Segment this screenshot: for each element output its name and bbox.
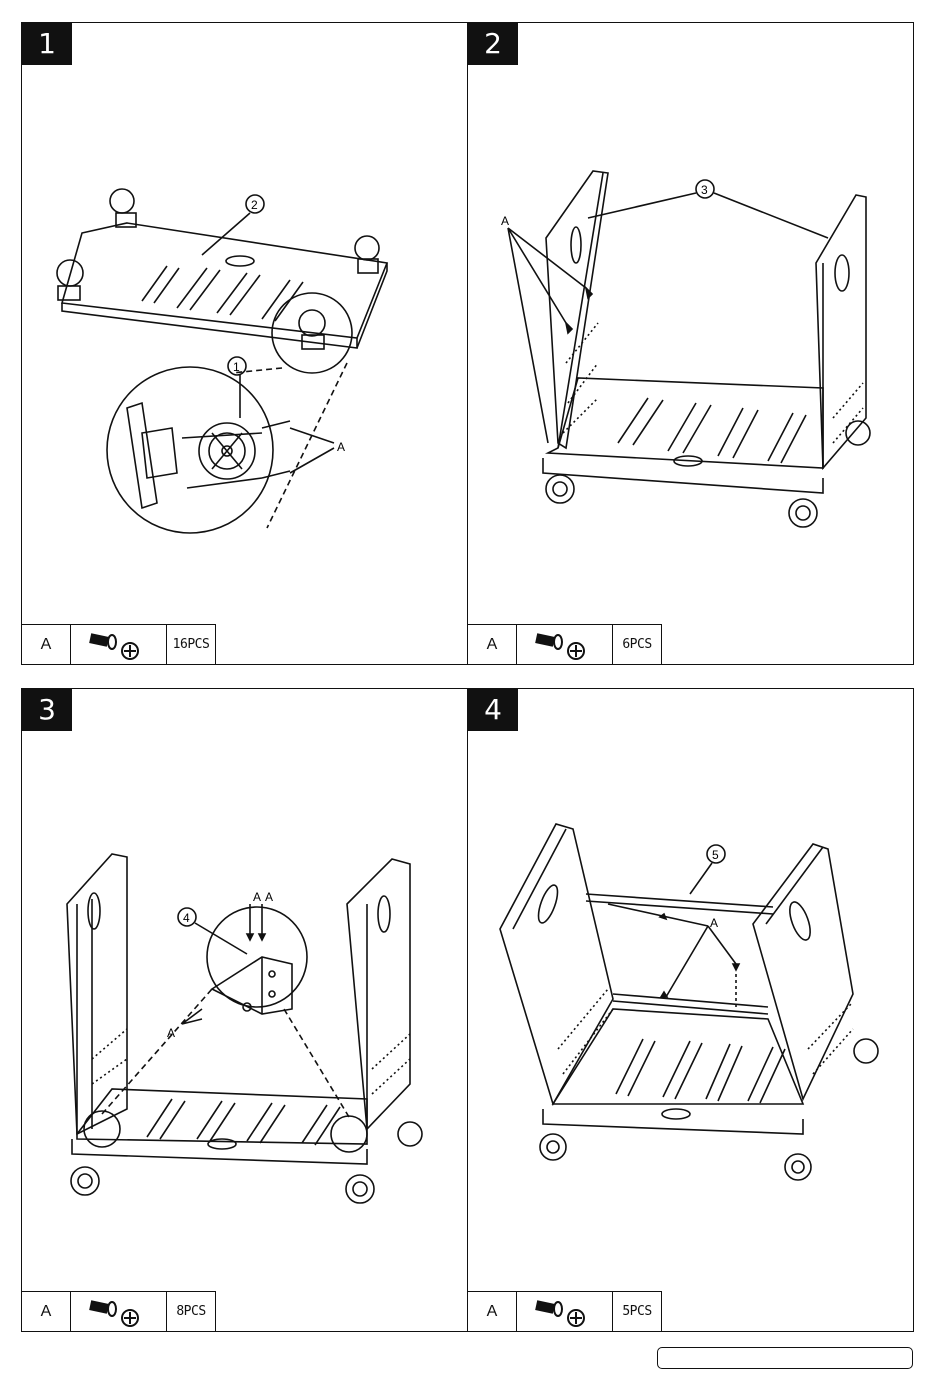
callout-part-A: A: [265, 890, 273, 904]
callout-part-A: A: [167, 1026, 175, 1040]
part-quantity: 16PCS: [167, 625, 216, 664]
callout-part-1: 1: [233, 360, 240, 374]
callout-part-2: 2: [251, 198, 258, 212]
bolt-and-phillips-screw-icon: [71, 1292, 167, 1331]
step-panel-2: 2: [467, 22, 914, 665]
bolt-and-phillips-screw-icon: [71, 625, 167, 664]
callout-part-4: 4: [183, 911, 190, 925]
bolt-and-phillips-screw-icon: [517, 1292, 613, 1331]
step-4-drawing: 5 A: [468, 689, 915, 1289]
parts-strip: A 16PCS: [22, 624, 216, 664]
callout-part-A: A: [337, 440, 345, 454]
parts-strip: A 8PCS: [22, 1291, 216, 1331]
callout-part-3: 3: [701, 183, 708, 197]
parts-strip: A 5PCS: [468, 1291, 662, 1331]
callout-part-A: A: [253, 890, 261, 904]
parts-strip: A 6PCS: [468, 624, 662, 664]
step-panel-3: 3: [21, 688, 468, 1332]
step-3-drawing: 4 A A A: [22, 689, 469, 1289]
step-panel-1: 1: [21, 22, 468, 665]
part-letter: A: [22, 625, 71, 664]
step-panel-4: 4: [467, 688, 914, 1332]
part-letter: A: [468, 625, 517, 664]
part-letter: A: [468, 1292, 517, 1331]
part-letter: A: [22, 1292, 71, 1331]
footer-page-box: [657, 1347, 913, 1369]
bolt-and-phillips-screw-icon: [517, 625, 613, 664]
part-quantity: 8PCS: [167, 1292, 216, 1331]
part-quantity: 6PCS: [613, 625, 662, 664]
callout-part-A: A: [501, 214, 509, 228]
step-1-drawing: 2 1 A: [22, 23, 469, 623]
callout-part-A: A: [710, 916, 718, 930]
part-quantity: 5PCS: [613, 1292, 662, 1331]
callout-part-5: 5: [712, 848, 719, 862]
step-2-drawing: 3 A: [468, 23, 915, 623]
